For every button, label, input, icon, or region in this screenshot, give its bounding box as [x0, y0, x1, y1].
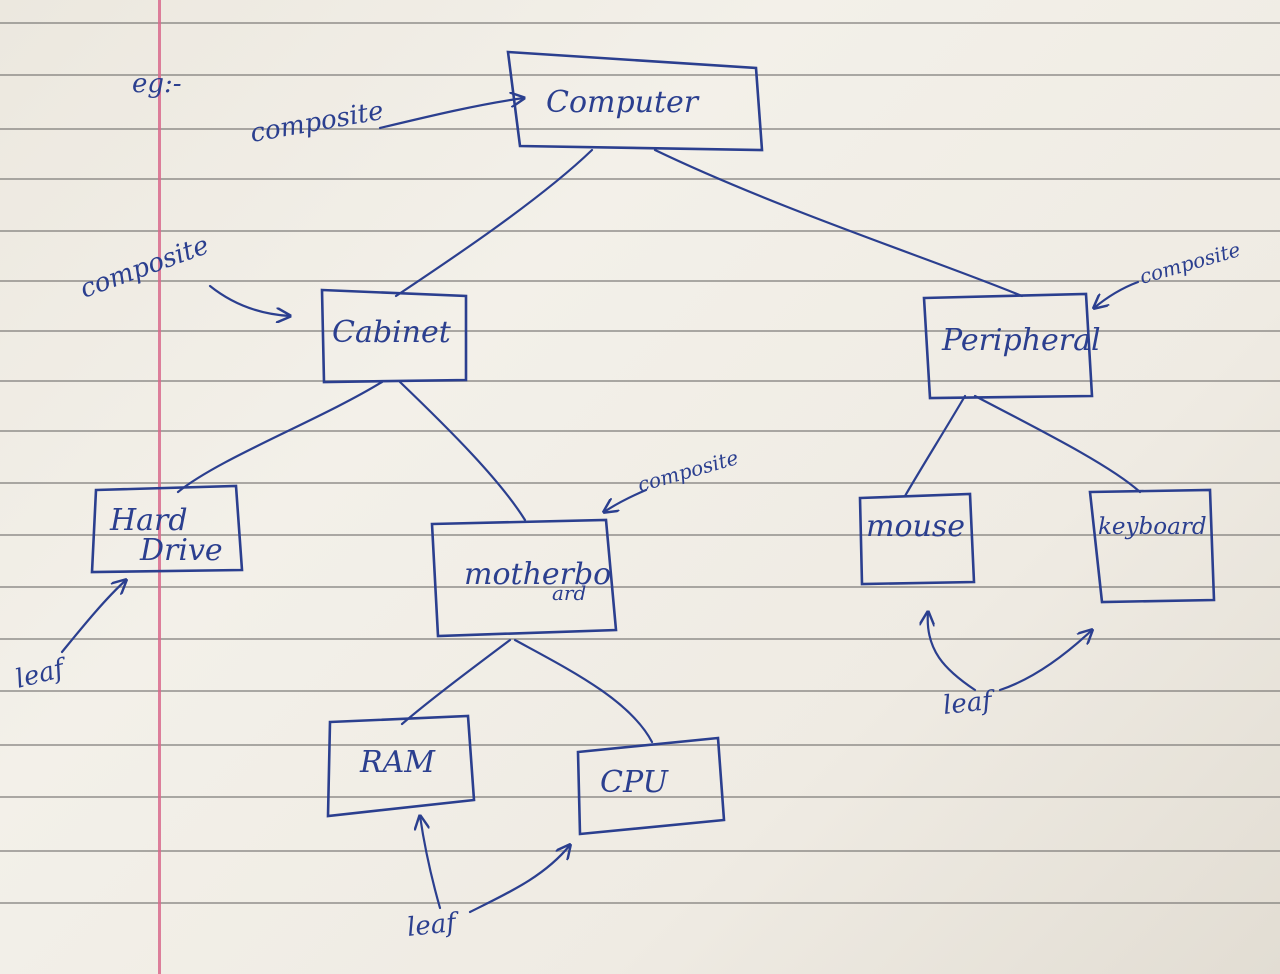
edge-cabinet-motherboard: [398, 380, 527, 522]
ruled-line: [0, 330, 1280, 332]
ruled-line: [0, 902, 1280, 904]
ruled-line: [0, 230, 1280, 232]
ruled-line: [0, 850, 1280, 852]
arrow-composite-peripheral: [1094, 280, 1140, 308]
ruled-line: [0, 430, 1280, 432]
ram-box: [326, 714, 476, 818]
ruled-line: [0, 280, 1280, 282]
ruled-line: [0, 690, 1280, 692]
composite-note-computer: composite: [248, 96, 386, 149]
ruled-line: [0, 638, 1280, 640]
peripheral-box: [922, 292, 1094, 400]
edge-computer-peripheral: [653, 148, 1024, 298]
leaf-note-ram-cpu: leaf: [406, 908, 462, 943]
cpu-box: [576, 736, 726, 836]
computer-box: [506, 50, 764, 152]
arrow-leaf-ram: [420, 816, 442, 910]
ruled-line: [0, 586, 1280, 588]
hard-drive-label-line2: Drive: [139, 533, 223, 568]
ruled-line: [0, 482, 1280, 484]
composite-note-peripheral: composite: [1137, 237, 1243, 289]
ram-label: RAM: [359, 745, 436, 780]
composite-note-motherboard: composite: [635, 445, 741, 497]
cabinet-box: [320, 288, 468, 384]
ruled-line: [0, 74, 1280, 76]
hard-drive-box: [90, 484, 244, 574]
example-heading: eg:-: [132, 69, 182, 99]
ruled-line: [0, 22, 1280, 24]
leaf-note-harddrive: leaf: [12, 653, 71, 695]
peripheral-label: Peripheral: [941, 323, 1101, 358]
arrow-leaf-harddrive: [60, 580, 126, 654]
motherboard-label-line2: ard: [552, 581, 586, 605]
arrow-composite-motherboard: [604, 488, 648, 512]
edge-computer-cabinet: [394, 148, 594, 298]
cabinet-label: Cabinet: [332, 315, 452, 350]
arrow-leaf-cpu: [468, 845, 570, 914]
arrow-leaf-keyboard: [998, 630, 1092, 692]
hard-drive-label-line1: Hard: [109, 503, 188, 538]
motherboard-label-line1: motherbo: [464, 557, 611, 592]
mouse-box: [858, 492, 976, 586]
edge-cabinet-harddrive: [176, 380, 384, 494]
computer-label: Computer: [546, 85, 700, 120]
arrow-composite-computer: [378, 98, 524, 130]
edge-motherboard-cpu: [513, 638, 654, 744]
mouse-label: mouse: [866, 509, 965, 544]
ruled-line: [0, 796, 1280, 798]
arrow-leaf-mouse: [928, 612, 977, 692]
leaf-note-mouse-keyboard: leaf: [942, 686, 998, 721]
edge-motherboard-ram: [400, 638, 512, 726]
keyboard-label: keyboard: [1098, 514, 1207, 540]
edge-peripheral-keyboard: [973, 394, 1142, 494]
ruled-line: [0, 178, 1280, 180]
edge-peripheral-mouse: [903, 394, 967, 498]
ruled-line: [0, 534, 1280, 536]
arrow-composite-cabinet: [208, 284, 290, 316]
ruled-line: [0, 128, 1280, 130]
composite-note-cabinet: composite: [76, 230, 213, 304]
motherboard-box: [430, 518, 618, 638]
ruled-line: [0, 380, 1280, 382]
keyboard-box: [1088, 488, 1216, 604]
cpu-label: CPU: [600, 765, 670, 800]
